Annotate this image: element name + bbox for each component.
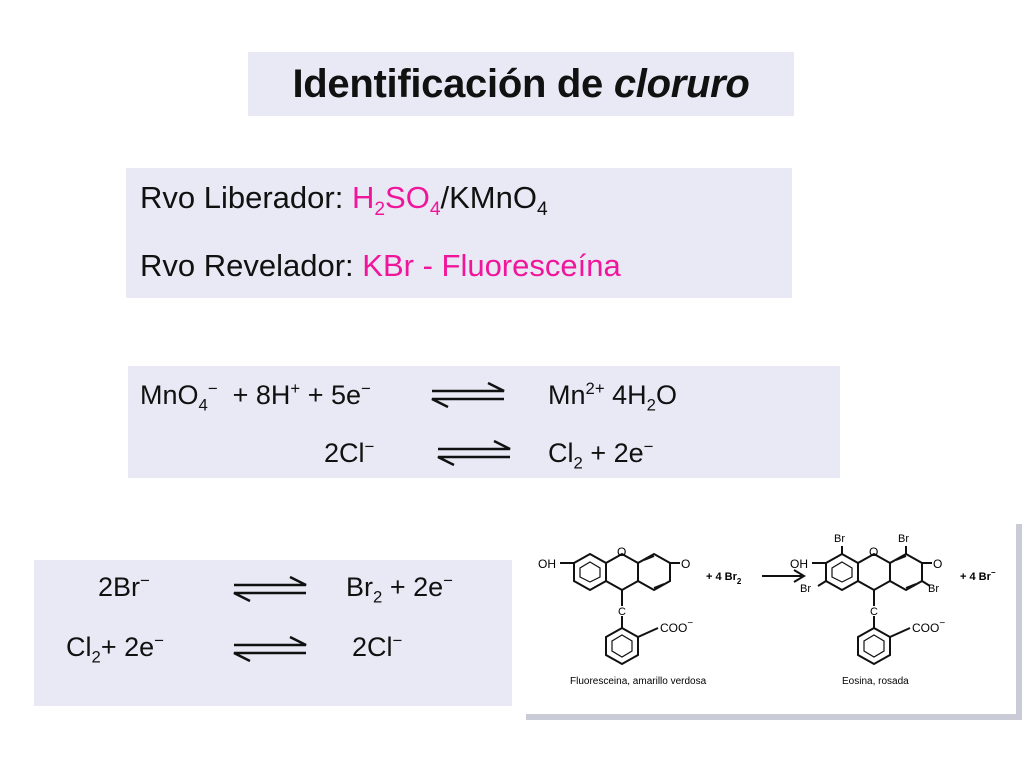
- eq1-r2-left: 2Cl−: [324, 437, 375, 468]
- label-reagent: + 4 Br2: [706, 571, 742, 586]
- ring: [889, 552, 923, 592]
- label-br: Br: [800, 583, 811, 595]
- ring: [573, 552, 607, 592]
- label-o-keto: O: [681, 557, 690, 571]
- title-italic: cloruro: [613, 61, 750, 106]
- caption-fluoresceina: Fluoresceina, amarillo verdosa: [570, 676, 707, 687]
- label-br: Br: [928, 583, 939, 595]
- label-byproduct: + 4 Br−: [960, 568, 996, 583]
- fluorescein-eosin-diagram: OH O O C COO− + 4 Br2 OH Br Br Br Br O O…: [538, 533, 996, 687]
- label-c-2: C: [870, 606, 878, 618]
- label-coo: COO−: [660, 618, 693, 635]
- eq2-r2-right: 2Cl−: [352, 631, 403, 662]
- eq2-r2-left: Cl2+ 2e−: [66, 631, 164, 667]
- label-o-ring: O: [617, 545, 626, 559]
- reaction-figure: OH O O C COO− + 4 Br2 OH Br Br Br Br O O…: [520, 518, 1016, 714]
- eq2-r1-right: Br2 + 2e−: [346, 571, 453, 607]
- label-o-ring-2: O: [869, 545, 878, 559]
- equations-box-2: 2Br− Br2 + 2e− Cl2+ 2e− 2Cl−: [34, 560, 512, 706]
- equilibrium-arrow-icon: [431, 381, 505, 408]
- ring: [857, 552, 891, 592]
- ring: [605, 552, 639, 592]
- page-title: Identificación de cloruro: [248, 52, 794, 116]
- equilibrium-arrow-icon: [233, 575, 307, 602]
- label-br: Br: [898, 533, 909, 545]
- label-oh-2: OH: [790, 557, 808, 571]
- label-br: Br: [834, 533, 845, 545]
- equations-box-1: MnO4− + 8H+ + 5e− Mn2+ 4H2O 2Cl− Cl2 + 2…: [128, 366, 840, 478]
- reagents-box: Rvo Liberador: H2SO4/KMnO4 Rvo Revelador…: [126, 168, 792, 298]
- eq1-r1-right: Mn2+ 4H2O: [548, 379, 677, 415]
- ring: [637, 552, 671, 592]
- equilibrium-arrow-icon: [437, 439, 511, 466]
- eq1-r1-left: MnO4− + 8H+ + 5e−: [140, 379, 371, 415]
- revelador-row: Rvo Revelador: KBr - Fluoresceína: [140, 248, 621, 283]
- revelador-value: KBr - Fluoresceína: [362, 248, 621, 283]
- liberador-row: Rvo Liberador: H2SO4/KMnO4: [140, 180, 548, 221]
- ring: [605, 626, 639, 666]
- ring: [825, 552, 859, 592]
- label-coo-2: COO−: [912, 618, 945, 635]
- label-oh: OH: [538, 557, 556, 571]
- ring: [857, 626, 891, 666]
- ring-inner: [579, 561, 601, 583]
- eq1-r2-right: Cl2 + 2e−: [548, 437, 654, 473]
- liberador-value: H2SO4: [351, 180, 441, 221]
- title-text: Identificación de: [292, 61, 603, 106]
- caption-eosina: Eosina, rosada: [842, 676, 909, 687]
- equilibrium-arrow-icon: [233, 635, 307, 662]
- eq2-r1-left: 2Br−: [98, 571, 150, 602]
- label-c: C: [618, 606, 626, 618]
- label-o-keto-2: O: [933, 557, 942, 571]
